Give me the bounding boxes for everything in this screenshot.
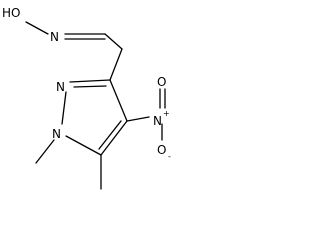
label-nitro-o-charge: - bbox=[168, 152, 171, 161]
label-nitro-o-top: O bbox=[157, 75, 166, 89]
bond-c4-c5-inner bbox=[98, 120, 122, 150]
bond-n1-n2 bbox=[61, 91, 67, 125]
label-ring-n2: N bbox=[56, 80, 65, 94]
bond-n1-methyl bbox=[35, 139, 55, 164]
bond-o-n bbox=[25, 21, 49, 35]
bond-ch2-c3 bbox=[109, 48, 123, 81]
label-oxime-ho: HO bbox=[2, 6, 20, 20]
label-nitro-o-bottom: O bbox=[157, 143, 166, 157]
bond-ch-ch2 bbox=[104, 33, 123, 50]
bond-c5-n1 bbox=[65, 135, 102, 156]
bond-n2-c3-double bbox=[69, 79, 111, 83]
label-oxime-n: N bbox=[50, 30, 59, 44]
structure-diagram: HO N N N N + O O - bbox=[2, 6, 171, 190]
bond-c4-c5-double bbox=[100, 120, 128, 156]
bond-n2-c3-inner bbox=[73, 85, 107, 88]
bond-c4-nitro bbox=[126, 116, 150, 122]
label-ring-n1: N bbox=[52, 127, 61, 141]
bond-c3-c4 bbox=[109, 79, 128, 122]
label-nitro-n-charge: + bbox=[163, 109, 170, 118]
label-nitro-n: N bbox=[153, 114, 162, 128]
